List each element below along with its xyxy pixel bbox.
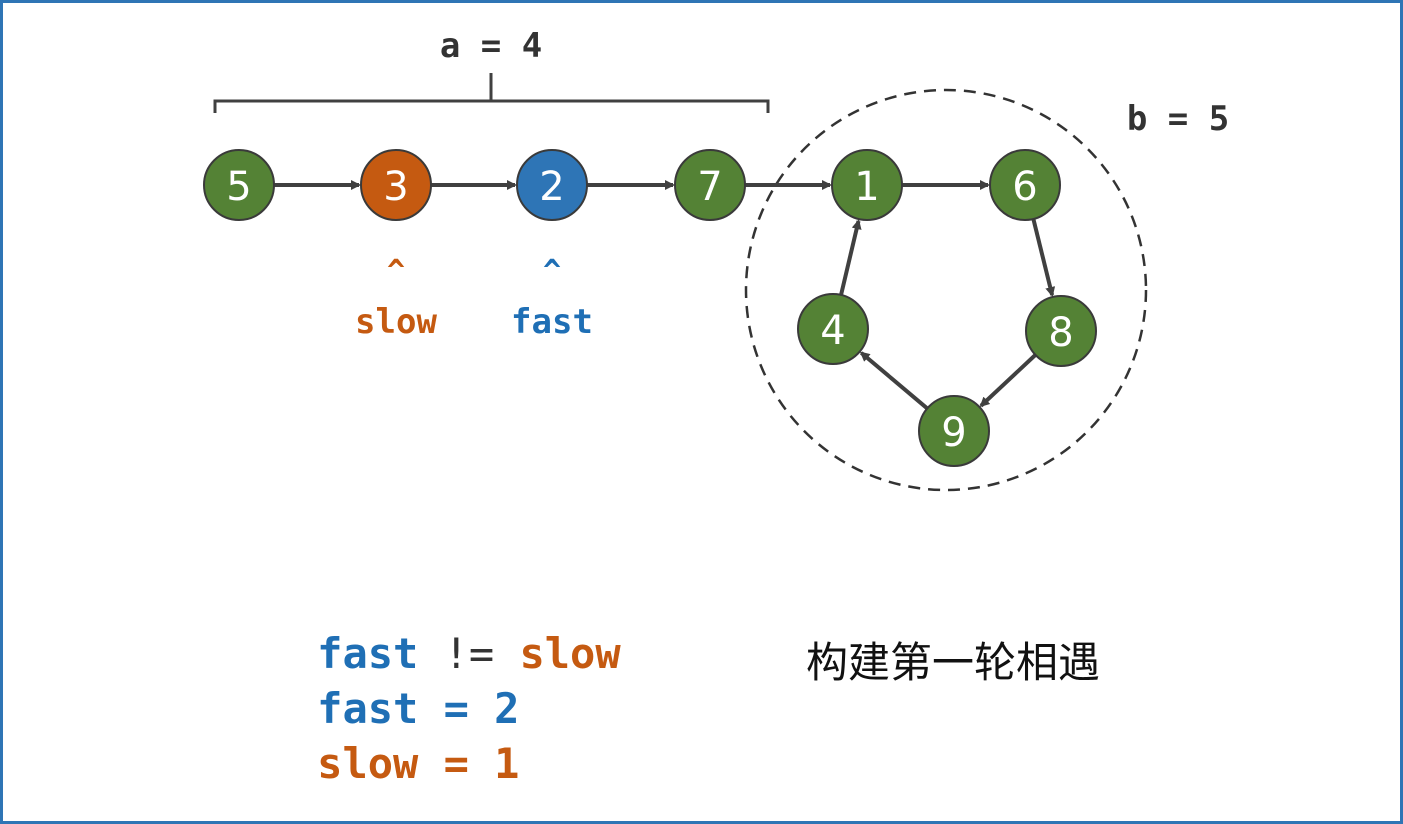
edges <box>274 180 1056 410</box>
node-value: 1 <box>854 164 879 210</box>
code-line-2: fast = 2 <box>216 626 519 791</box>
fast-caret: ^ <box>543 254 561 289</box>
node-value: 6 <box>1012 164 1037 210</box>
node-value: 9 <box>941 410 966 456</box>
node-value: 8 <box>1048 310 1073 356</box>
slow-caret: ^ <box>387 254 405 289</box>
node-9: 9 <box>918 395 990 467</box>
code-line-3: slow = 1 <box>216 681 520 821</box>
node-6: 6 <box>989 149 1061 221</box>
code-slow-value: = 1 <box>418 739 520 788</box>
code-neq-op: != <box>418 629 520 678</box>
edge-n9-n4 <box>859 351 929 410</box>
code-fast-2: fast <box>317 684 419 733</box>
node-circle <box>674 149 746 221</box>
node-value: 7 <box>697 164 722 210</box>
nodes: 5 3 2 7 1 6 8 9 4 <box>203 149 1097 467</box>
edge-n4-n1 <box>839 219 862 296</box>
node-circle <box>918 395 990 467</box>
slow-label: slow <box>355 302 437 342</box>
node-5: 5 <box>203 149 275 221</box>
edge-n8-n9 <box>979 353 1037 408</box>
node-7: 7 <box>674 149 746 221</box>
linked-list-cycle-diagram: a = 4 b = 5 5 3 2 7 1 6 8 9 4 ^ slow ^ fast <box>203 26 1229 492</box>
code-slow-2: slow <box>317 739 419 788</box>
code-fast-1: fast <box>317 629 419 678</box>
node-circle <box>1025 295 1097 367</box>
node-value: 5 <box>226 164 251 210</box>
node-value: 3 <box>383 164 408 210</box>
a-label: a = 4 <box>440 26 542 66</box>
edge-n6-n8 <box>1031 218 1056 298</box>
code-slow-1: slow <box>519 629 621 678</box>
node-value: 4 <box>820 308 845 354</box>
node-circle <box>831 149 903 221</box>
node-circle <box>516 149 588 221</box>
code-line-1: fast != slow <box>216 571 621 736</box>
node-circle <box>360 149 432 221</box>
node-8: 8 <box>1025 295 1097 367</box>
node-1: 1 <box>831 149 903 221</box>
fast-label: fast <box>511 302 593 342</box>
node-4: 4 <box>797 293 869 365</box>
cycle-boundary <box>744 88 1148 492</box>
node-circle <box>989 149 1061 221</box>
node-3: 3 <box>360 149 432 221</box>
caption: 构建第一轮相遇 <box>806 638 1101 687</box>
node-circle <box>203 149 275 221</box>
node-value: 2 <box>539 164 564 210</box>
node-2: 2 <box>516 149 588 221</box>
node-circle <box>797 293 869 365</box>
a-brace <box>213 73 770 113</box>
b-label: b = 5 <box>1127 99 1229 139</box>
code-fast-value: = 2 <box>418 684 520 733</box>
